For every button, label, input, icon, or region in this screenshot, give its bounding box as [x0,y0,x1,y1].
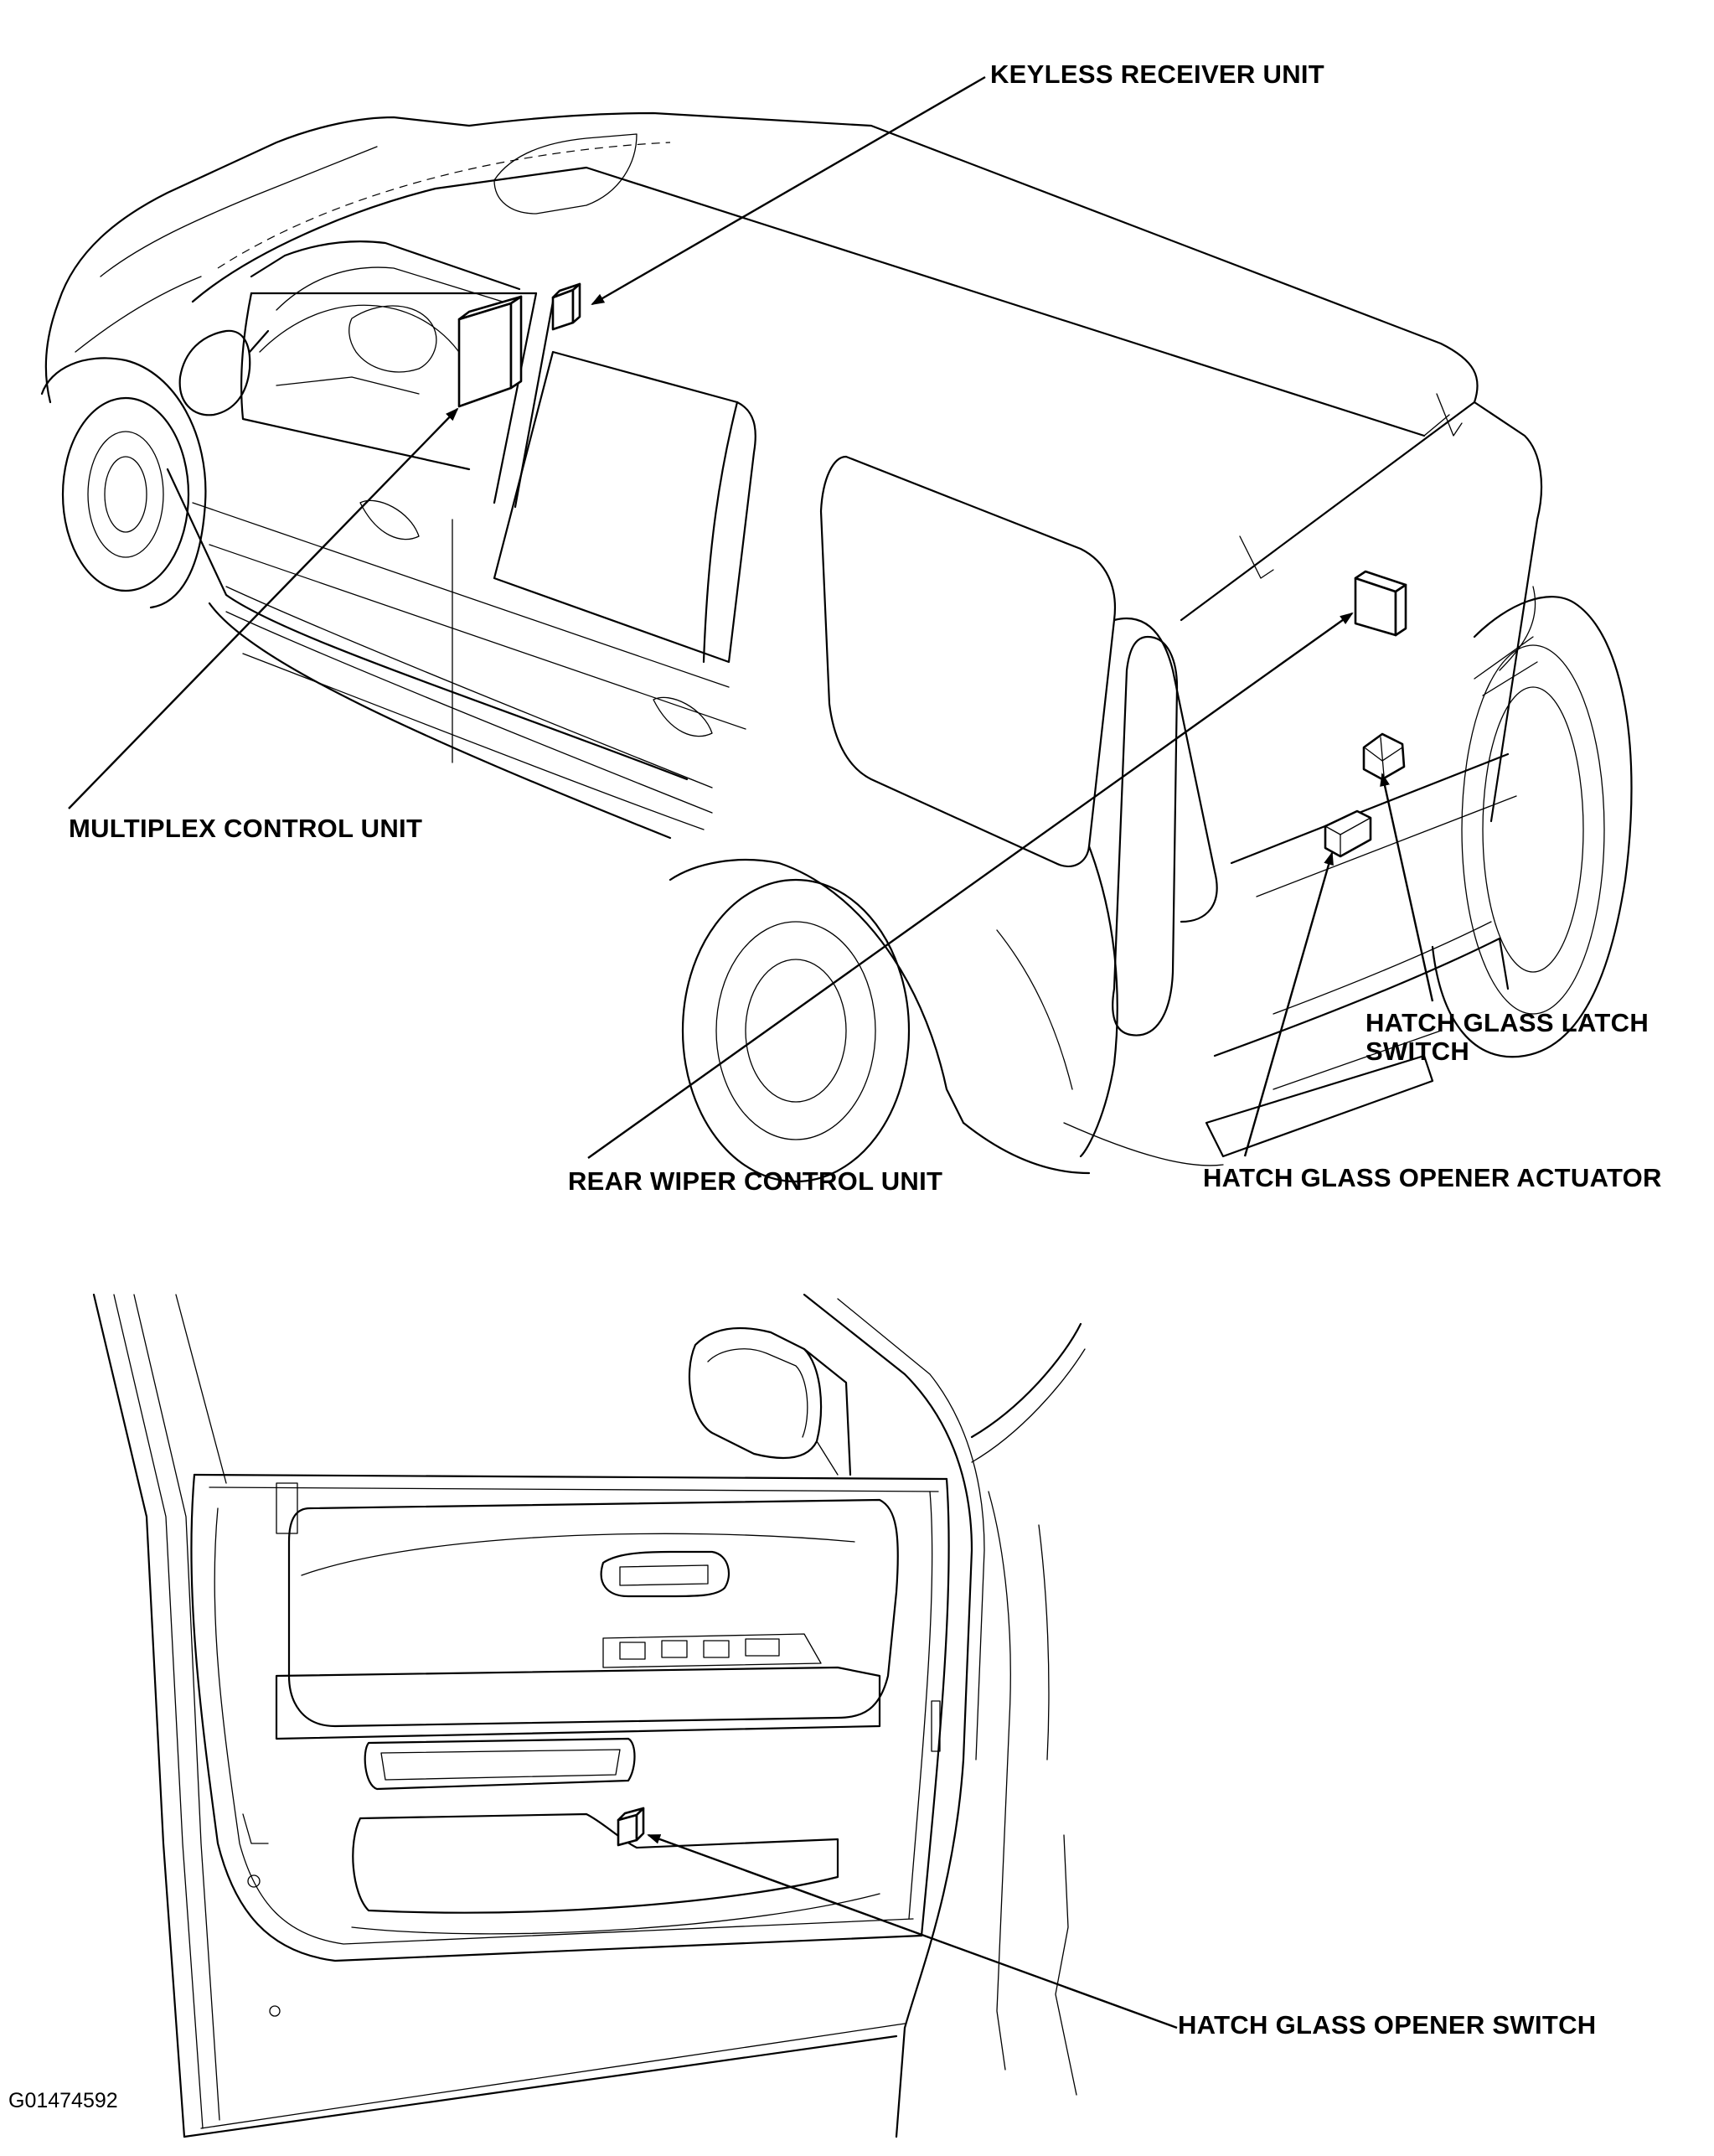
hatch-actuator-leader [1243,851,1334,1157]
vehicle-illustration [40,111,1633,1183]
rear-wiper-control-leader [587,612,1354,1159]
hatch-glass-opener-switch-part [617,1807,645,1847]
power-window-switch-panel [602,1633,822,1668]
label-hatch-glass-latch-line2: SWITCH [1366,1037,1469,1066]
label-rear-wiper-control-unit: REAR WIPER CONTROL UNIT [568,1166,942,1196]
label-hatch-glass-latch-line1: HATCH GLASS LATCH [1366,1008,1649,1037]
front-tire [61,396,190,592]
hatch-latch-leader [1380,773,1434,1002]
door-panel-illustration [92,1293,1086,2138]
label-keyless-receiver-unit: KEYLESS RECEIVER UNIT [990,59,1324,89]
leader-lines-top [68,75,1434,1159]
figure-id: G01474592 [8,2089,118,2112]
hatch-opener-switch-leader [647,1833,1178,2029]
spare-tire [1431,596,1633,1058]
lock-knob [276,1482,298,1534]
rear-tire [681,878,911,1183]
hatch-glass-opener-actuator-part [1324,809,1372,858]
tail-light [1112,635,1179,1037]
label-hatch-glass-opener-switch: HATCH GLASS OPENER SWITCH [1178,2010,1597,2040]
label-multiplex-control-unit: MULTIPLEX CONTROL UNIT [69,814,422,843]
multiplex-control-unit-part [457,295,523,408]
inside-door-handle [600,1550,731,1598]
side-mirror [178,329,251,416]
rear-wiper-control-unit-part [1354,570,1407,637]
keyless-receiver-unit-part [551,282,581,331]
door-mirror [688,1326,823,1460]
quarter-window [819,455,1116,868]
hatch-glass-latch-switch-part [1362,732,1406,781]
label-hatch-glass-opener-actuator: HATCH GLASS OPENER ACTUATOR [1203,1163,1662,1192]
multiplex-control-leader [68,407,459,809]
keyless-receiver-leader [591,75,986,306]
